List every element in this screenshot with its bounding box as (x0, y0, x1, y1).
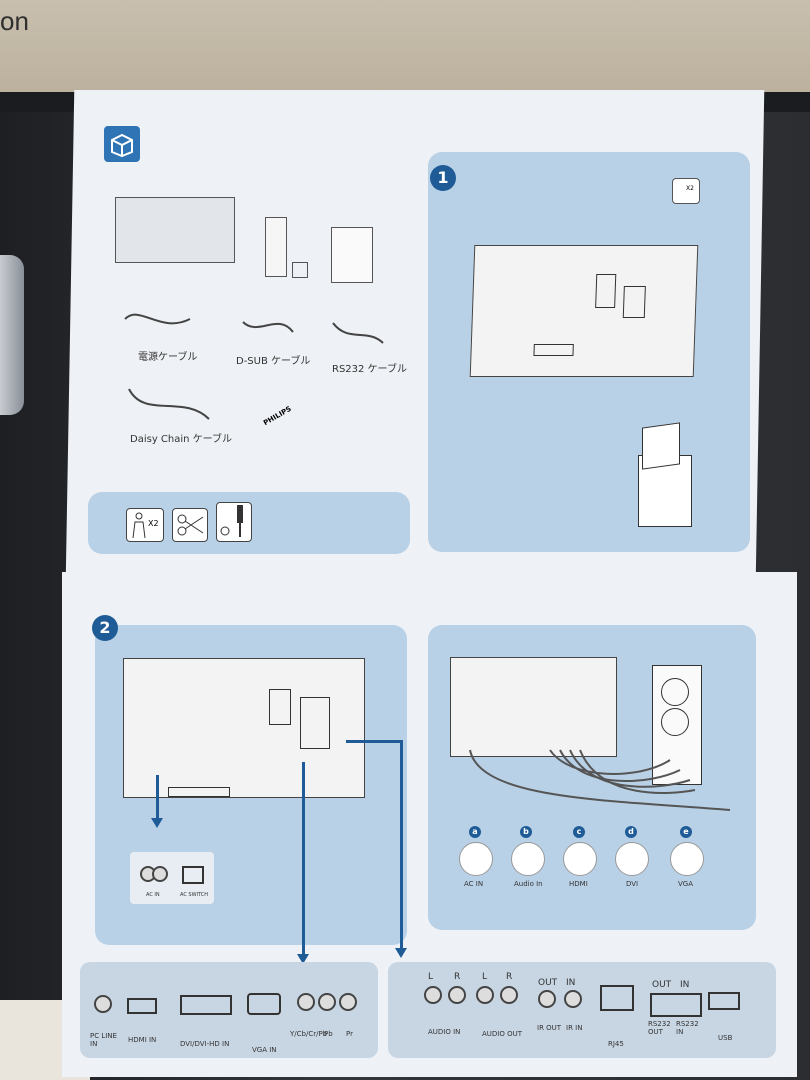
audio-in-l-jack (424, 986, 442, 1004)
connector-label: DVI (626, 880, 639, 888)
vga-plug-icon (670, 842, 704, 876)
rs232-ports-icon (650, 993, 702, 1017)
arrow-av (302, 762, 305, 957)
port-label: PC LINE IN (90, 1032, 117, 1048)
port-label: IR OUT (537, 1024, 562, 1032)
ac-switch-label: AC SWITCH (180, 892, 209, 898)
pb-jack (318, 993, 336, 1011)
connector-label: Audio In (514, 880, 543, 888)
port-label: R (454, 972, 461, 982)
port-label: Y/Cb/Cr/Pb (290, 1030, 328, 1038)
remote-control (265, 217, 287, 277)
port-label: DVI/DVI-HD IN (180, 1040, 230, 1048)
ac-in-label: AC IN (146, 892, 160, 898)
ac-in-jack (152, 866, 168, 882)
dvi-plug-icon (615, 842, 649, 876)
arrow-head (151, 818, 163, 828)
screwdriver-icon (216, 502, 252, 542)
box-icon (104, 126, 140, 162)
usb-port-icon (708, 992, 740, 1010)
vga-port-icon (247, 993, 281, 1015)
arrow-head (395, 948, 407, 958)
connector-label: HDMI (569, 880, 588, 888)
connector-letter: d (625, 826, 637, 838)
step2-number: 2 (92, 615, 118, 641)
port-label: Pb (324, 1030, 333, 1038)
dsub-cable-icon (238, 312, 298, 346)
connector-letter: b (520, 826, 532, 838)
rj45-port-icon (600, 985, 634, 1011)
power-ports-card: AC IN AC SWITCH (130, 852, 214, 904)
arrow-head (297, 954, 309, 964)
port-label: L (482, 972, 488, 982)
monitor-lifting (642, 422, 680, 470)
port-label: R (506, 972, 513, 982)
arrow-side-h (346, 740, 402, 743)
port-label: IN (680, 980, 690, 990)
audio-out-r-jack (500, 986, 518, 1004)
port-label: AUDIO OUT (482, 1030, 523, 1038)
accessory-label: Daisy Chain ケーブル (130, 434, 233, 445)
port-label: IN (566, 978, 576, 988)
people-count-icon: X2 (672, 178, 700, 204)
hdmi-port-icon (127, 998, 157, 1014)
connection-cables (469, 749, 731, 811)
accessory-label: RS232 ケーブル (332, 364, 407, 375)
monitor-back (469, 245, 699, 377)
port-label: VGA IN (252, 1046, 277, 1054)
arrow-side-v (400, 740, 403, 950)
port-label: RS232 IN (676, 1020, 699, 1036)
connector-label: VGA (678, 880, 694, 888)
computer-tower (652, 665, 702, 785)
port-label: AUDIO IN (428, 1028, 461, 1036)
connector-strip-right (388, 962, 776, 1058)
monitor-front (115, 197, 235, 263)
ycbcr-jack (297, 993, 315, 1011)
ac-in-plug-icon (459, 842, 493, 876)
rs232-cable-icon (328, 318, 388, 352)
dvi-port-icon (180, 995, 232, 1015)
audio-in-r-jack (448, 986, 466, 1004)
manual-booklet (331, 227, 373, 283)
daisy-chain-cable-icon (124, 384, 214, 428)
accessory-label: D-SUB ケーブル (236, 356, 311, 367)
scissors-icon (172, 508, 208, 542)
accessory-label: 電源ケーブル (138, 352, 198, 363)
audio-out-l-jack (476, 986, 494, 1004)
plastic-bag (0, 255, 24, 415)
ir-in-jack (564, 990, 582, 1008)
monitor-back-ports (123, 658, 365, 798)
person-icon: X2 (126, 508, 164, 542)
port-label: RJ45 (608, 1040, 624, 1048)
hdmi-plug-icon (563, 842, 597, 876)
port-label: USB (718, 1034, 733, 1042)
connector-letter: a (469, 826, 481, 838)
pc-line-in-jack (94, 995, 112, 1013)
monitor-back-connected (450, 657, 617, 757)
port-label: IR IN (566, 1024, 583, 1032)
pr-jack (339, 993, 357, 1011)
audio-plug-icon (511, 842, 545, 876)
connector-letter: c (573, 826, 585, 838)
box-brand-fragment: on (0, 6, 29, 36)
port-label: L (428, 972, 434, 982)
port-label: OUT (538, 978, 558, 988)
port-label: RS232 OUT (648, 1020, 671, 1036)
batteries (292, 262, 308, 278)
power-cable-icon (120, 304, 200, 338)
connector-label: AC IN (464, 880, 484, 888)
arrow-power (156, 775, 159, 820)
port-label: HDMI IN (128, 1036, 157, 1044)
ir-out-jack (538, 990, 556, 1008)
step1-number: 1 (430, 165, 456, 191)
port-label: OUT (652, 980, 672, 990)
ac-switch-icon (182, 866, 204, 884)
port-label: Pr (346, 1030, 353, 1038)
connector-letter: e (680, 826, 692, 838)
